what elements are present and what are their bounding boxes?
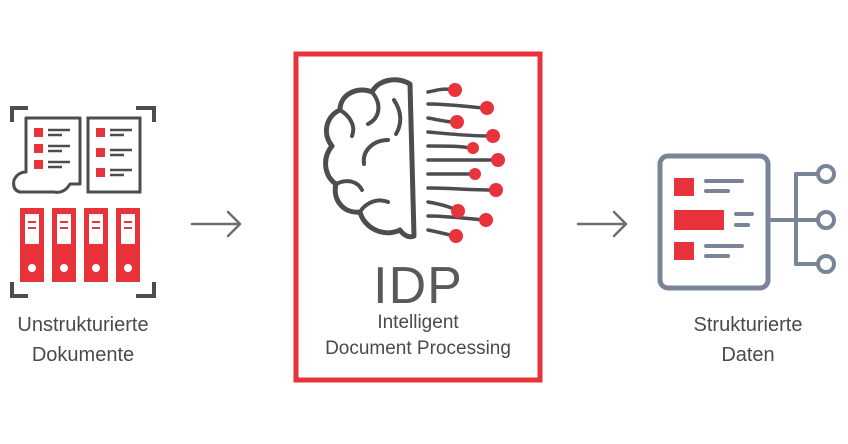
left-label-line2: Dokumente [31,344,135,366]
binders-icon [20,207,141,283]
idp-subtitle-line1: Intelligent [377,312,459,333]
idp-subtitle-line2: Document Processing [325,338,511,359]
document-right-icon [86,116,142,194]
brain-circuit-icon [323,77,505,243]
left-label-line1: Unstrukturierte [17,314,149,336]
right-label-line2: Daten [721,344,775,366]
documents-and-binders-icon [10,106,156,298]
idp-title: IDP [373,257,463,315]
structured-data-icon [657,153,836,291]
document-left-icon [12,116,82,194]
left-label: Unstrukturierte Dokumente [0,310,166,370]
arrow-right-icon [576,210,628,238]
right-label-line1: Strukturierte [693,314,803,336]
idp-frame [293,51,543,383]
right-label: Strukturierte Daten [660,310,836,370]
arrow-right-icon [190,210,242,238]
